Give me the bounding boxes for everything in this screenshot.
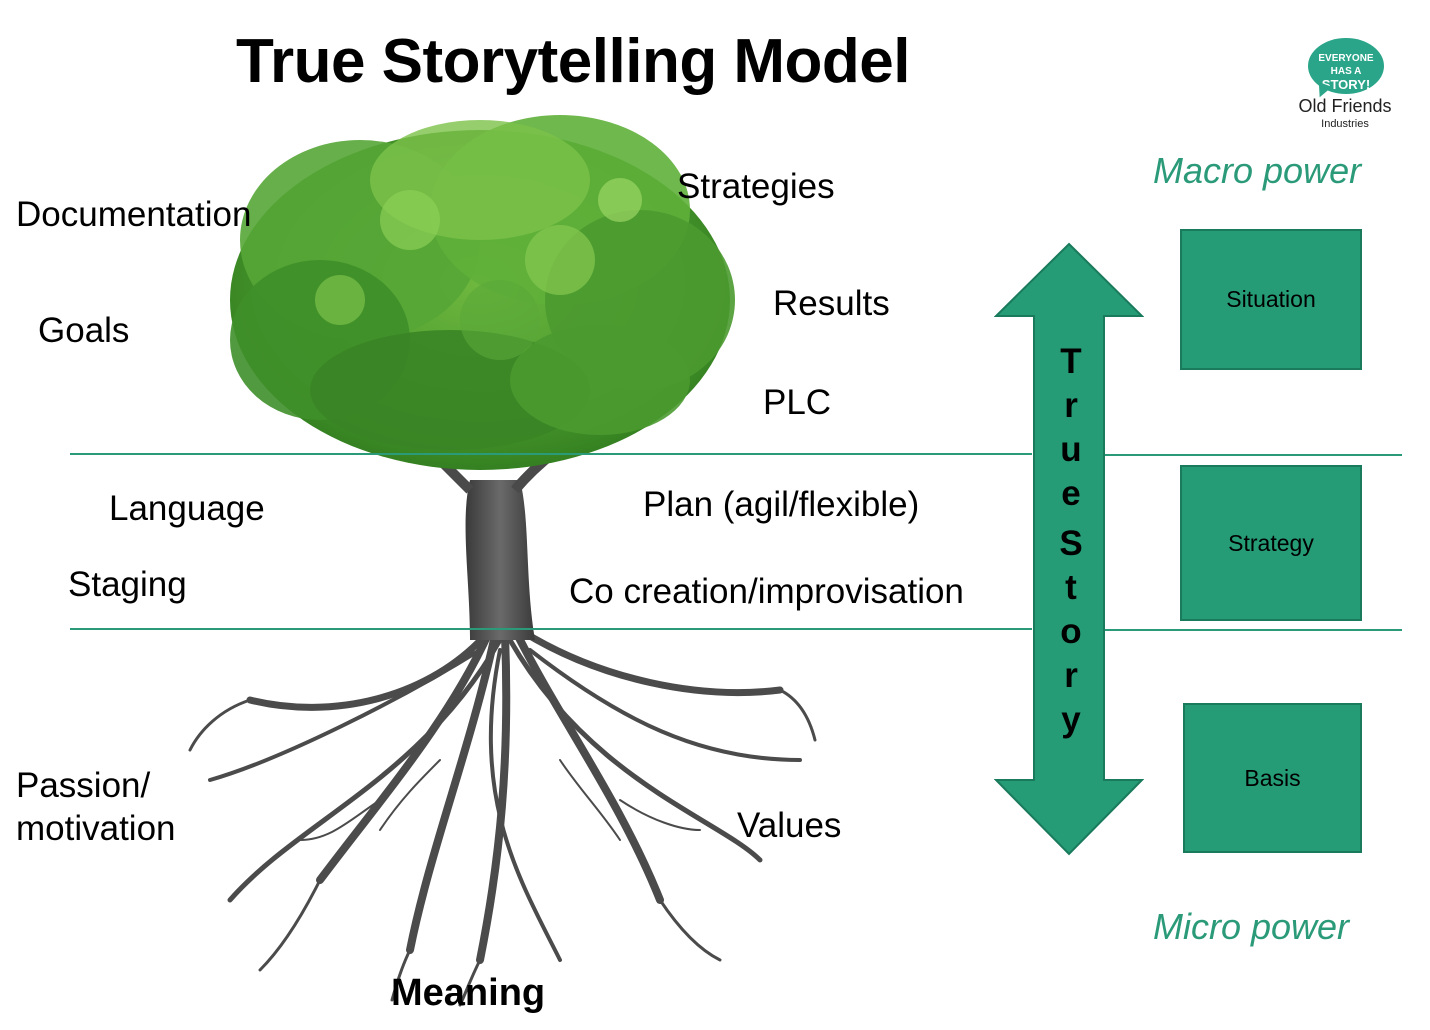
arrow-letter: y (1061, 700, 1081, 739)
label-plan: Plan (agil/flexible) (643, 485, 920, 524)
true-story-arrow (994, 242, 1144, 856)
arrow-letter: r (1064, 656, 1078, 695)
arrow-letter: t (1065, 568, 1077, 607)
box-situation-label: Situation (1226, 286, 1316, 312)
box-basis: Basis (1183, 703, 1362, 853)
logo-bubble-line1: EVERYONE HAS A (1318, 53, 1374, 77)
label-plc: PLC (763, 383, 832, 422)
arrow-letter: u (1060, 430, 1082, 469)
speech-bubble-icon: EVERYONE HAS A STORY! (1308, 38, 1384, 94)
label-cocreation: Co creation/improvisation (569, 572, 964, 611)
divider-line-upper (70, 453, 1032, 455)
label-passion: Passion/ (16, 766, 151, 805)
arrow-letter: e (1061, 474, 1081, 513)
divider-line-lower (70, 628, 1032, 630)
label-language: Language (109, 489, 265, 528)
label-macro-power: Macro power (1153, 150, 1362, 191)
arrow-letter: T (1060, 342, 1082, 381)
old-friends-logo: EVERYONE HAS A STORY! Old Friends Indust… (1290, 38, 1400, 138)
arrow-letter: r (1064, 386, 1078, 425)
arrow-letter: o (1060, 612, 1082, 651)
arrow-letter: S (1059, 524, 1083, 563)
page-title: True Storytelling Model (236, 27, 911, 96)
label-micro-power: Micro power (1153, 906, 1350, 947)
label-goals: Goals (38, 311, 130, 350)
box-basis-label: Basis (1244, 764, 1301, 791)
divider-line-upper-right (1104, 454, 1402, 456)
logo-sub: Industries (1321, 118, 1369, 130)
roots (188, 626, 817, 1007)
label-motivation: motivation (16, 809, 176, 848)
box-strategy-label: Strategy (1228, 529, 1314, 556)
true-story-vertical-text: T r u e S t o r y (1054, 340, 1088, 742)
label-strategies: Strategies (677, 167, 835, 206)
logo-name: Old Friends (1298, 96, 1392, 116)
box-strategy: Strategy (1180, 465, 1362, 621)
box-situation: Situation (1180, 229, 1362, 370)
label-documentation: Documentation (16, 195, 252, 234)
logo-bubble-line2: STORY! (1321, 77, 1371, 92)
tree-crown (230, 115, 735, 470)
divider-line-lower-right (1104, 629, 1402, 631)
label-results: Results (773, 284, 890, 323)
trunk (465, 480, 535, 640)
label-values: Values (737, 806, 842, 845)
label-meaning: Meaning (391, 972, 546, 1014)
label-staging: Staging (68, 565, 187, 604)
